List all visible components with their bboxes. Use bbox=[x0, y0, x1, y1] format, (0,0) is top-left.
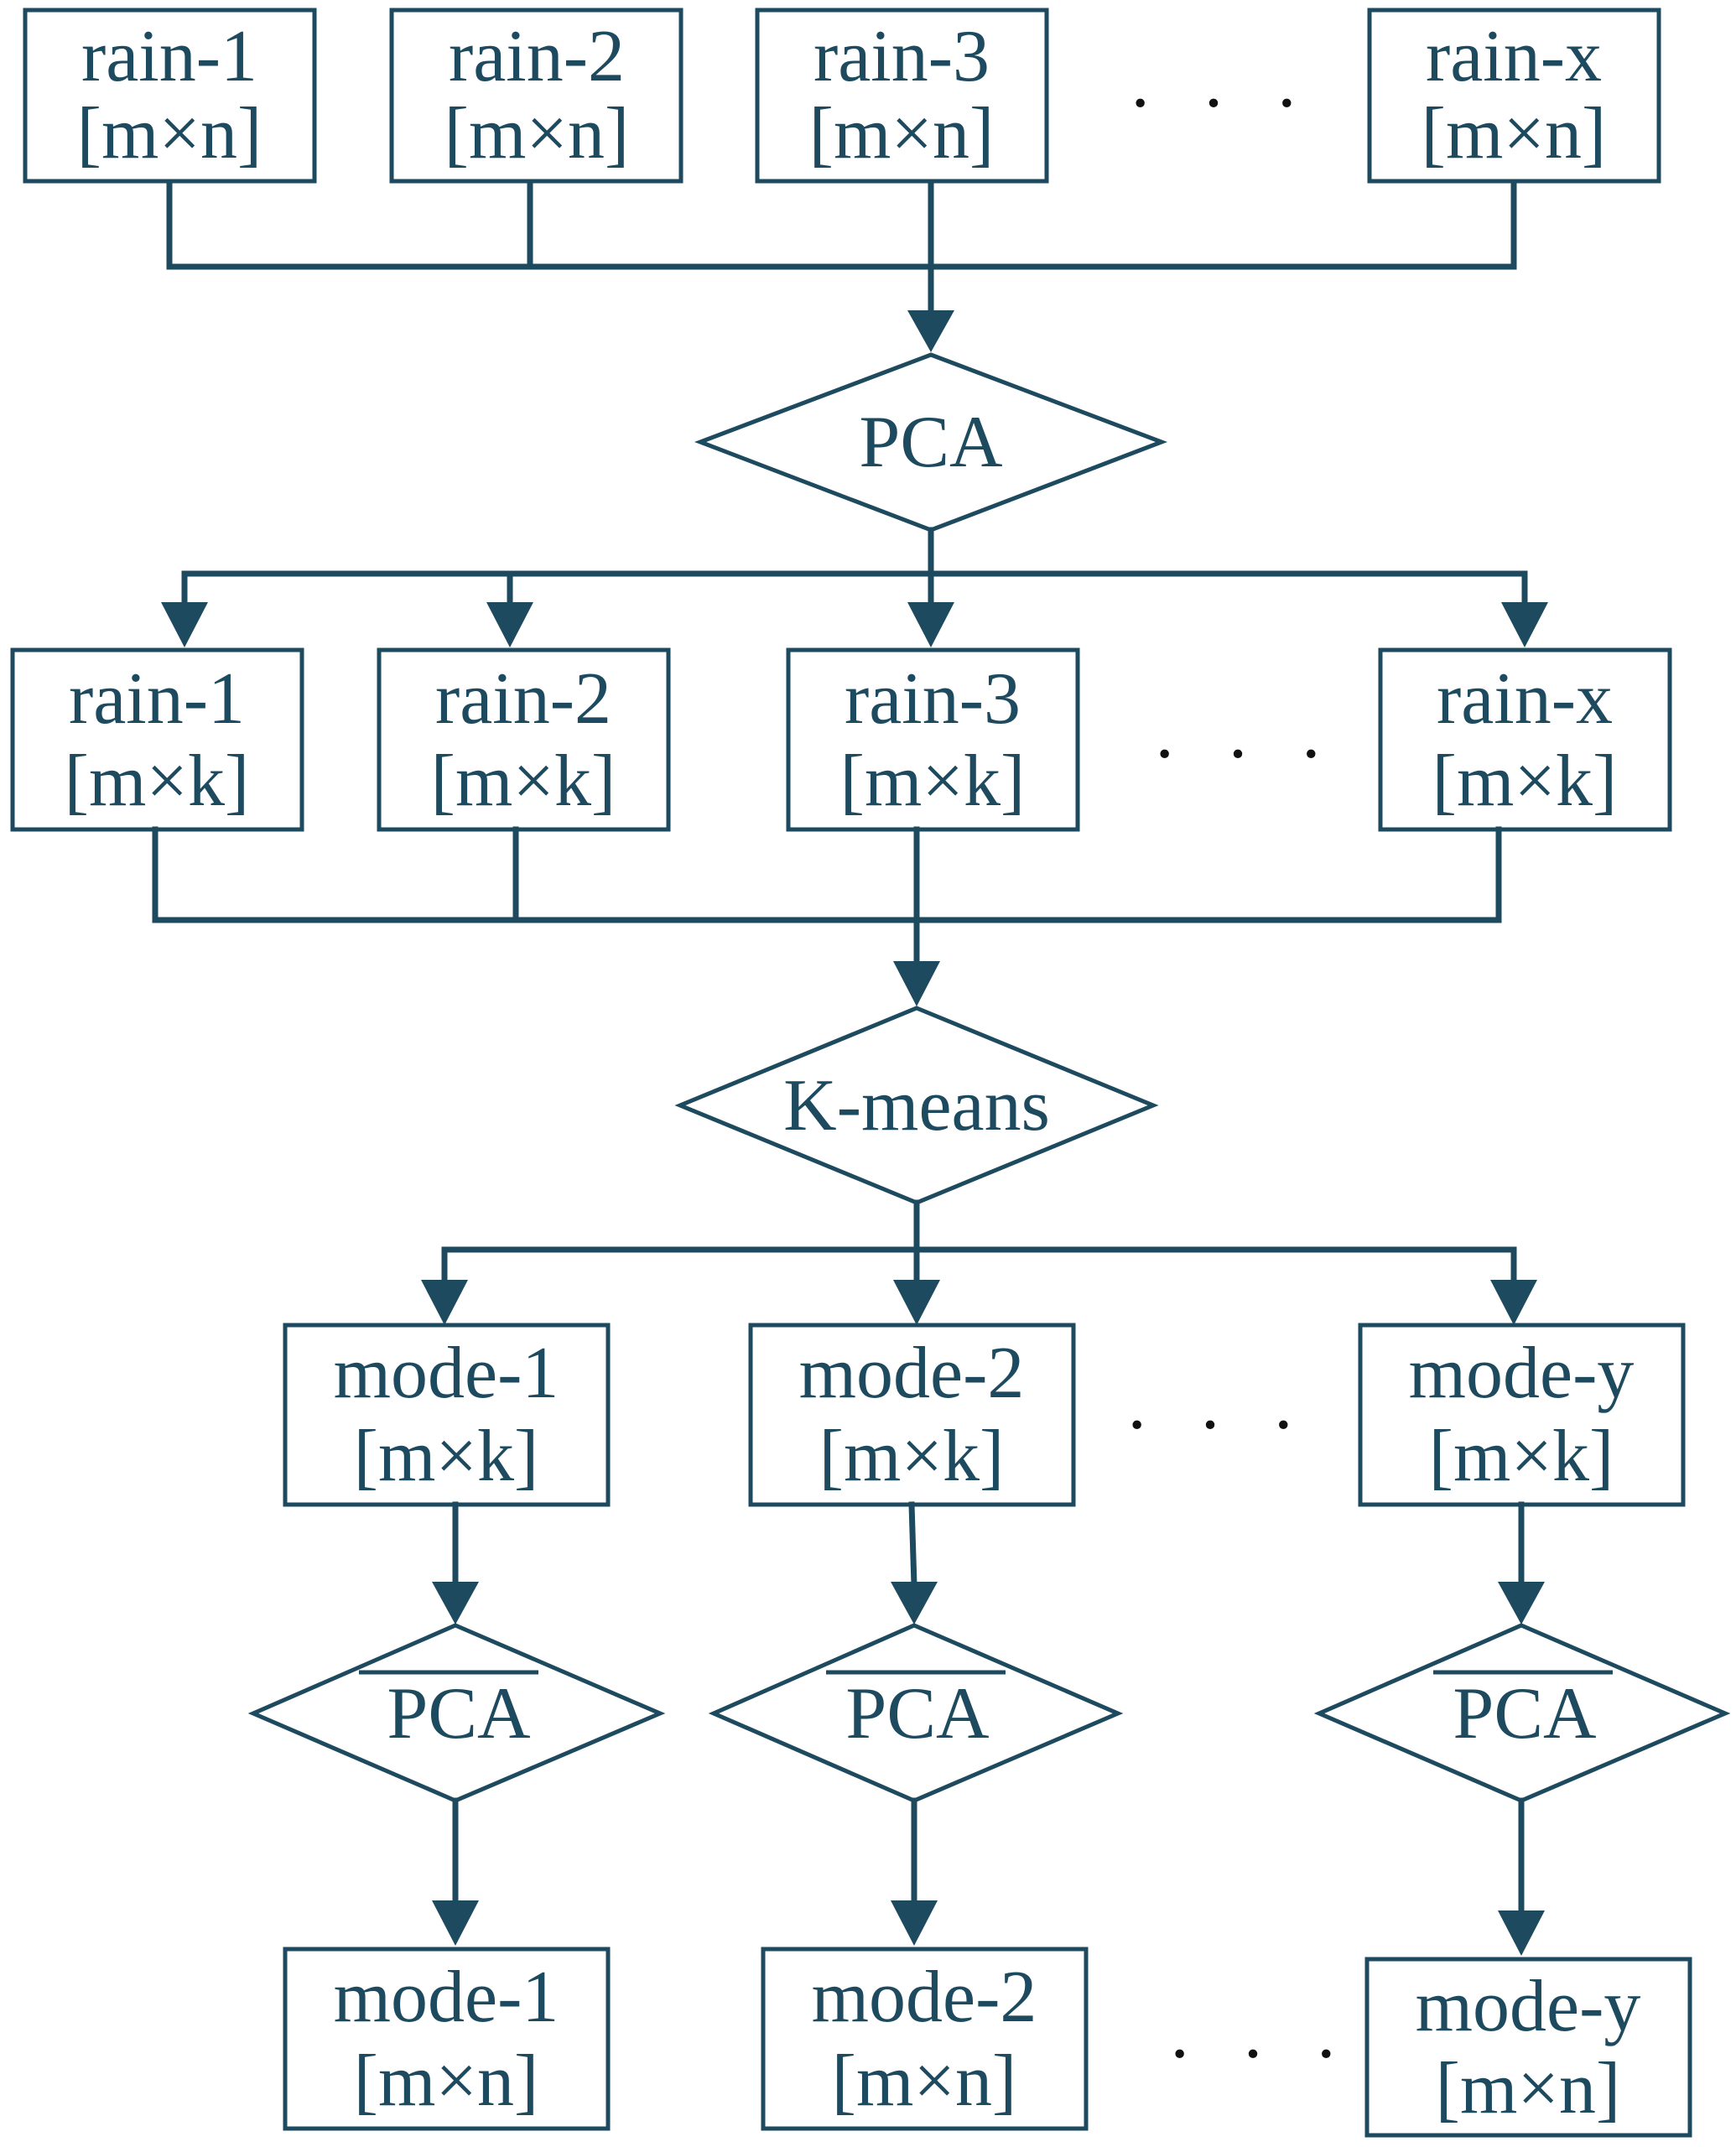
arrowhead bbox=[1498, 1582, 1545, 1625]
pca-diamond: PCA bbox=[694, 352, 1168, 533]
inverse-pca-label: PCA bbox=[845, 1673, 989, 1755]
box-label: rain-1 bbox=[69, 658, 245, 740]
ellipsis: · · · bbox=[1167, 2014, 1354, 2095]
arrowhead bbox=[432, 1582, 479, 1625]
kmeans-diamond: K-means bbox=[674, 1006, 1159, 1205]
box-label: rain-2 bbox=[449, 16, 625, 97]
box-label: mode-2 bbox=[799, 1333, 1025, 1414]
ellipsis: · · · bbox=[1152, 714, 1338, 795]
arrowhead bbox=[421, 1280, 468, 1325]
arrowhead bbox=[1498, 1910, 1545, 1956]
arrowhead bbox=[1490, 1280, 1537, 1325]
pca-label: PCA bbox=[859, 402, 1002, 483]
box-dimension: [m×n] bbox=[1436, 2048, 1621, 2129]
row3-box-mode-y: mode-y [m×k] bbox=[1358, 1323, 1686, 1507]
box-dimension: [m×n] bbox=[1422, 93, 1607, 174]
box-label: mode-2 bbox=[812, 1957, 1037, 2038]
arrowhead bbox=[907, 310, 954, 352]
box-label: rain-3 bbox=[845, 658, 1021, 740]
arrowhead bbox=[891, 1582, 938, 1625]
arrowhead bbox=[891, 1900, 938, 1946]
arrowhead bbox=[1501, 602, 1548, 647]
arrowhead bbox=[486, 602, 533, 647]
box-dimension: [m×n] bbox=[354, 2040, 539, 2122]
box-label: rain-1 bbox=[81, 16, 257, 97]
arrowhead bbox=[893, 1280, 940, 1325]
connector-inverse-pca-to-row4 bbox=[432, 1797, 1545, 1956]
inverse-pca-diamond-1: PCA bbox=[247, 1623, 666, 1803]
row1-box-rain-2: rain-2 [m×n] bbox=[389, 8, 683, 184]
ellipsis: · · · bbox=[1128, 63, 1314, 144]
box-dimension: [m×k] bbox=[819, 1416, 1005, 1497]
box-dimension: [m×n] bbox=[77, 93, 262, 174]
arrowhead bbox=[907, 602, 954, 647]
box-dimension: [m×n] bbox=[809, 93, 995, 174]
box-label: mode-y bbox=[1409, 1333, 1635, 1414]
row2-box-rain-3: rain-3 [m×k] bbox=[786, 647, 1080, 832]
row3-box-mode-1: mode-1 [m×k] bbox=[283, 1323, 611, 1507]
box-dimension: [m×k] bbox=[354, 1416, 539, 1497]
kmeans-label: K-means bbox=[783, 1065, 1050, 1146]
box-label: rain-x bbox=[1437, 658, 1613, 740]
connector-row1-to-pca bbox=[166, 178, 1517, 352]
box-dimension: [m×n] bbox=[832, 2040, 1017, 2122]
row2-box-rain-1: rain-1 [m×k] bbox=[10, 647, 304, 832]
row4-box-mode-1: mode-1 [m×n] bbox=[283, 1947, 611, 2131]
row1-box-rain-1: rain-1 [m×n] bbox=[23, 8, 317, 184]
row4-box-mode-y: mode-y [m×n] bbox=[1364, 1957, 1692, 2138]
box-label: mode-1 bbox=[334, 1957, 559, 2038]
box-label: mode-1 bbox=[334, 1333, 559, 1414]
box-dimension: [m×n] bbox=[444, 93, 630, 174]
connector-row3-to-inverse-pca bbox=[432, 1501, 1545, 1625]
box-dimension: [m×k] bbox=[1429, 1416, 1614, 1497]
box-dimension: [m×k] bbox=[840, 741, 1026, 822]
box-dimension: [m×k] bbox=[1432, 741, 1618, 822]
row1-box-rain-x: rain-x [m×n] bbox=[1367, 8, 1661, 184]
arrowhead bbox=[161, 602, 208, 647]
arrowhead bbox=[432, 1900, 479, 1946]
ellipsis: · · · bbox=[1125, 1385, 1311, 1466]
inverse-pca-label: PCA bbox=[1453, 1673, 1596, 1755]
box-label: mode-y bbox=[1416, 1966, 1641, 2047]
box-label: rain-2 bbox=[435, 658, 611, 740]
inverse-pca-diamond-2: PCA bbox=[708, 1623, 1124, 1803]
inverse-pca-label: PCA bbox=[387, 1673, 530, 1755]
row1-box-rain-3: rain-3 [m×n] bbox=[755, 8, 1049, 184]
connector-row2-to-kmeans bbox=[152, 826, 1502, 1006]
connector-pca-to-row2 bbox=[161, 527, 1548, 647]
row4-box-mode-2: mode-2 [m×n] bbox=[761, 1947, 1089, 2131]
row2-box-rain-x: rain-x [m×k] bbox=[1378, 647, 1672, 832]
row3-box-mode-2: mode-2 [m×k] bbox=[748, 1323, 1076, 1507]
box-label: rain-x bbox=[1426, 16, 1602, 97]
box-label: rain-3 bbox=[813, 16, 990, 97]
inverse-pca-diamond-3: PCA bbox=[1313, 1623, 1731, 1803]
connector-kmeans-to-row3 bbox=[421, 1199, 1537, 1325]
box-dimension: [m×k] bbox=[65, 741, 250, 822]
row2-box-rain-2: rain-2 [m×k] bbox=[377, 647, 671, 832]
arrowhead bbox=[893, 961, 940, 1006]
box-dimension: [m×k] bbox=[431, 741, 616, 822]
